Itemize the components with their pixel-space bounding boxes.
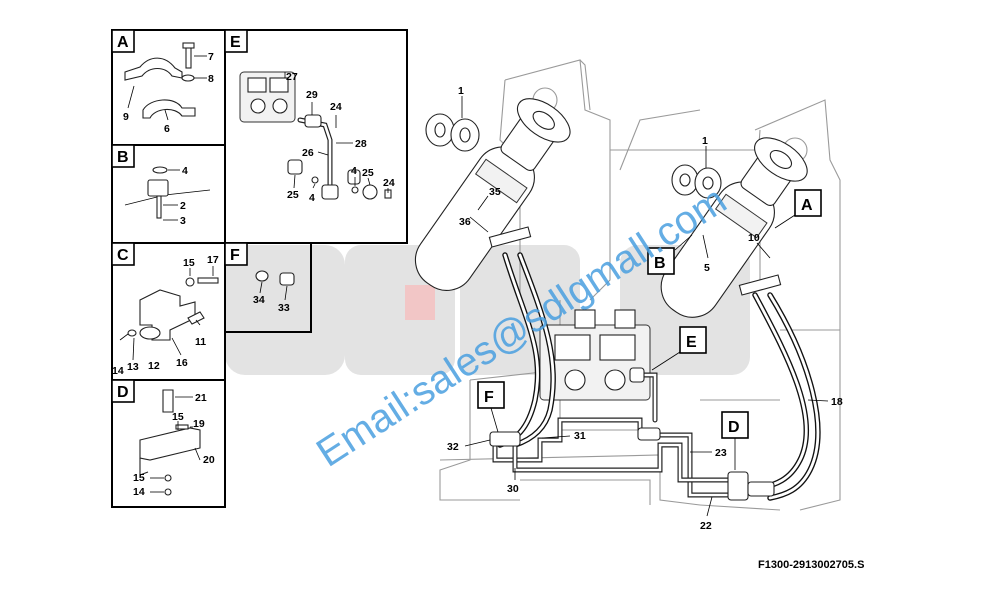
- callout-18: 18: [831, 396, 843, 408]
- callout-26: 26: [302, 147, 314, 159]
- callout-25-right: 25: [362, 167, 374, 179]
- callout-24-top: 24: [330, 101, 342, 113]
- callout-2: 2: [180, 200, 186, 212]
- svg-text:C: C: [117, 247, 129, 264]
- svg-text:F: F: [484, 389, 494, 406]
- detail-box-e: E 27 29 24 28 26 25 4 4 25: [224, 29, 408, 244]
- callout-4-e-right: 4: [351, 165, 357, 177]
- callout-28: 28: [355, 138, 367, 150]
- main-callouts: 1 1 35 36 10 5 18 32 31 30 23 22: [447, 85, 843, 532]
- callout-1-right: 1: [702, 135, 708, 147]
- callout-5: 5: [704, 262, 710, 274]
- callout-25-left: 25: [287, 189, 299, 201]
- callout-4-b: 4: [182, 165, 188, 177]
- callout-32: 32: [447, 441, 459, 453]
- callout-6: 6: [164, 123, 170, 135]
- svg-text:D: D: [117, 384, 129, 401]
- detail-box-f: F 34 33: [224, 242, 312, 333]
- callout-12: 12: [148, 360, 160, 372]
- callout-36: 36: [459, 216, 471, 228]
- callout-15-d-bottom: 15: [133, 472, 145, 484]
- left-cylinder-eye: [425, 113, 480, 152]
- callout-17: 17: [207, 254, 219, 266]
- detail-box-a: A 7 8 9 6: [111, 29, 226, 146]
- svg-text:F: F: [230, 247, 240, 264]
- callout-19: 19: [193, 418, 205, 430]
- main-tag-f: F: [477, 381, 505, 433]
- callout-13: 13: [127, 361, 139, 373]
- svg-text:A: A: [801, 197, 813, 214]
- detail-box-b: B 4 2 3: [111, 144, 226, 244]
- callout-27: 27: [286, 71, 298, 83]
- callout-9: 9: [123, 111, 129, 123]
- svg-text:E: E: [686, 334, 697, 351]
- callout-24-bottom: 24: [383, 177, 395, 189]
- callout-15-c: 15: [183, 257, 195, 269]
- callout-14-c: 14: [112, 365, 124, 377]
- callout-23: 23: [715, 447, 727, 459]
- main-assembly: 1 1 35 36 10 5 18 32 31 30 23 22: [414, 59, 843, 532]
- detail-box-d: D 21 15 19 20 15 14: [111, 379, 226, 508]
- main-tag-b: B: [647, 234, 693, 275]
- left-tilt-cylinder: [414, 98, 571, 291]
- svg-text:A: A: [117, 34, 129, 51]
- control-valve: [539, 309, 651, 401]
- detail-box-c: C 15 17 11 14 13 12 16: [111, 242, 226, 381]
- svg-text:D: D: [728, 419, 740, 436]
- callout-8: 8: [208, 73, 214, 85]
- callout-22: 22: [700, 520, 712, 532]
- callout-11: 11: [195, 336, 206, 348]
- callout-35: 35: [489, 186, 501, 198]
- reference-code: F1300-2913002705.S: [758, 559, 864, 571]
- main-tag-d: D: [721, 411, 749, 470]
- svg-text:E: E: [230, 34, 241, 51]
- right-tilt-cylinder: [660, 137, 808, 318]
- right-hoses: [738, 274, 821, 501]
- main-tag-a: A: [774, 189, 822, 229]
- callout-33: 33: [278, 302, 290, 314]
- callout-34: 34: [253, 294, 265, 306]
- callout-7: 7: [208, 51, 214, 63]
- callout-16: 16: [176, 357, 188, 369]
- callout-29: 29: [306, 89, 318, 101]
- callout-4-e-left: 4: [309, 192, 315, 204]
- svg-text:B: B: [117, 149, 129, 166]
- callout-14-d: 14: [133, 486, 145, 498]
- callout-30: 30: [507, 483, 519, 495]
- svg-text:B: B: [654, 255, 666, 272]
- callout-21: 21: [195, 392, 207, 404]
- callout-20: 20: [203, 454, 215, 466]
- callout-3: 3: [180, 215, 186, 227]
- main-tag-e: E: [651, 326, 707, 371]
- callout-15-d-top: 15: [172, 411, 184, 423]
- callout-31: 31: [574, 430, 586, 442]
- callout-1-left: 1: [458, 85, 464, 97]
- right-cylinder-eye: [671, 164, 722, 199]
- callout-10: 10: [748, 232, 760, 244]
